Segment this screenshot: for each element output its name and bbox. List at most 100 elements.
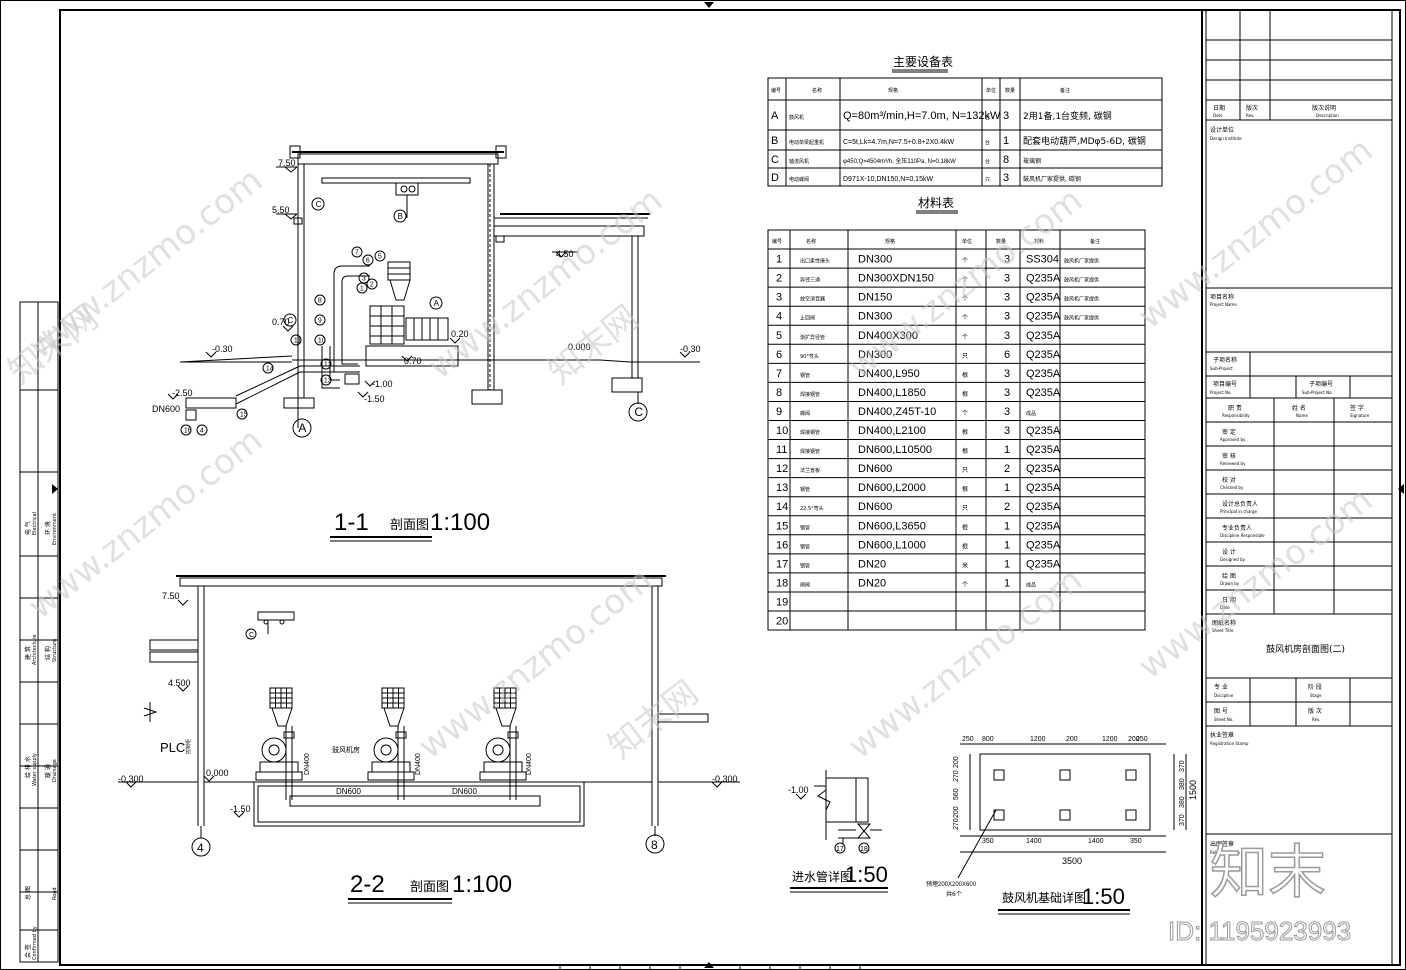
mat-cell-11-4: 2 [1004,463,1010,475]
rev-date-en: Date [1213,113,1223,118]
base-dim-top-1: 800 [982,736,994,743]
s11-n14: 14 [266,365,274,372]
center-mark-right [1398,484,1404,494]
base-dim-top-3: 200 [1066,736,1078,743]
center-mark-top [704,2,714,8]
base-dim-bottom-1: 1400 [1026,838,1042,845]
s11-tag_c1-circle [311,197,325,211]
s11-n1: 1 [360,285,364,292]
s22-title-text: 剖面图 [410,880,449,895]
mat-cell-5-0: 6 [776,349,782,361]
mat-cell-1-6: 鼓风机厂家提供 [1064,277,1099,284]
mat-cell-2-4: 3 [1004,292,1010,304]
base-dim-right-1: 380 [1179,778,1186,790]
mat-cell-15-0: 16 [776,539,788,551]
s11-el-750: 7.50 [278,158,296,168]
mat-cell-2-5: Q235A [1026,292,1061,304]
inlet-tag-18: 18 [860,846,868,853]
mat-cell-6-5: Q235A [1026,368,1061,380]
s11-n15-circle [236,408,248,420]
s11-el-020: 0.20 [451,329,469,339]
rev-desc-en: Description [1316,113,1339,118]
base-note: 预埋200X200X600 [926,880,977,888]
s22-dn400-3: DN400 [526,753,533,775]
blower-3 [479,687,527,800]
s11-el-070b: 0.70 [404,356,422,366]
mat-cell-1-1: 异径三通 [800,277,820,284]
eq-cell-3-3: 只 [985,177,990,183]
mat-cell-17-3: 个 [962,581,968,588]
strip-architecture: 建 筑 [24,646,32,660]
s11-n11: 11 [294,337,301,344]
mat-cell-4-1: 渐扩异径管 [800,334,825,341]
mat-cell-6-3: 根 [962,371,968,379]
s11-n5-circle [374,250,386,262]
eq-cell-1-1: 电动单梁起重机 [789,139,824,146]
strip-environment-en: Environment [52,513,58,545]
mat-cell-6-0: 7 [776,368,782,380]
mat-header-1: 名称 [806,238,816,245]
eq-cell-0-5: 2用1备,1台变频, 碳钢 [1023,110,1112,122]
mat-cell-16-1: 钢管 [800,562,810,569]
s11-n4: 4 [200,427,204,434]
detail-inlet: 17 18 -1.00 进水管详图 1:50 [788,770,888,893]
watermarks: www.znzmo.com www.znzmo.com www.znzmo.co… [1,130,1380,767]
strip-hvac-en: Drainage [52,759,58,782]
eq-header-5: 备注 [1060,87,1070,94]
mat-cell-6-1: 钢管 [800,372,810,379]
s11-title-scale: 1:100 [430,509,490,536]
rev-rev-en: Rev. [1246,113,1254,118]
s11-el-m100: -1.00 [372,379,393,389]
s11-n14-circle [262,362,274,374]
anchor-bolt [1125,809,1137,821]
equipment-table-title: 主要设备表 [893,55,953,69]
strip-confirmed-en: Confirmed by [32,926,38,960]
s11-n2-circle [366,278,378,290]
s22-axis-4-circle [191,837,211,857]
discipline-en: Discipline [1214,693,1234,698]
resp-en: Responsibility [1222,413,1250,418]
mat-cell-2-2: DN150 [858,292,892,304]
s22-dn600-1: DN600 [336,787,361,796]
mat-cell-13-0: 14 [776,501,788,513]
s11-n10-circle [314,334,326,346]
base-dim-left-0: 200 [953,756,960,768]
strip-road-en: Road [52,887,58,900]
mat-cell-7-4: 3 [1004,387,1010,399]
mat-cell-12-2: DN600,L2000 [858,482,926,494]
project-no-label: 项目编号 [1213,380,1237,388]
s11-n16-circle [180,424,192,436]
s11-tag_a: A [434,299,440,308]
role-0: 审 定 [1222,428,1236,436]
s22-el-450: 4.500 [168,678,191,688]
s11-n3: 3 [362,275,366,282]
s11-n6: 6 [366,257,370,264]
rev-desc: 版次说明 [1312,104,1336,112]
role-5: 设 计 [1222,548,1236,556]
eq-cell-1-0: B [771,135,778,147]
s22-title-num: 2-2 [350,871,385,898]
eq-cell-2-2: φ450,Q=4504m³/h, 全压110Pa, N=0.18kW [843,157,956,165]
mat-cell-9-2: DN400,L2100 [858,425,926,437]
mat-cell-8-2: DN400,Z45T-10 [858,406,936,418]
mat-cell-7-0: 8 [776,387,782,399]
reg-stamp-label: 执业签章 [1210,731,1234,739]
id-watermark: ID: 1195923993 [1168,916,1351,946]
mat-cell-6-2: DN400,L950 [858,368,920,380]
strip-water: 给 排 水 [24,756,32,778]
base-dim-left-2: 560 [953,788,960,800]
sub-no-en: Sub-Project No. [1302,390,1333,395]
strip-structure: 结 构 [44,646,52,660]
s11-el-550: 5.50 [272,205,290,215]
inlet-tag-17: 17 [836,846,844,853]
base-dim-right-2: 380 [1179,796,1186,808]
role-1: 审 核 [1222,452,1236,460]
blower-2 [367,687,415,800]
role-en-7: Date [1220,605,1230,610]
s11-n7: 7 [355,249,359,256]
mat-cell-16-0: 17 [776,558,788,570]
mat-cell-11-3: 只 [962,467,968,474]
s11-n8-circle [314,294,326,306]
